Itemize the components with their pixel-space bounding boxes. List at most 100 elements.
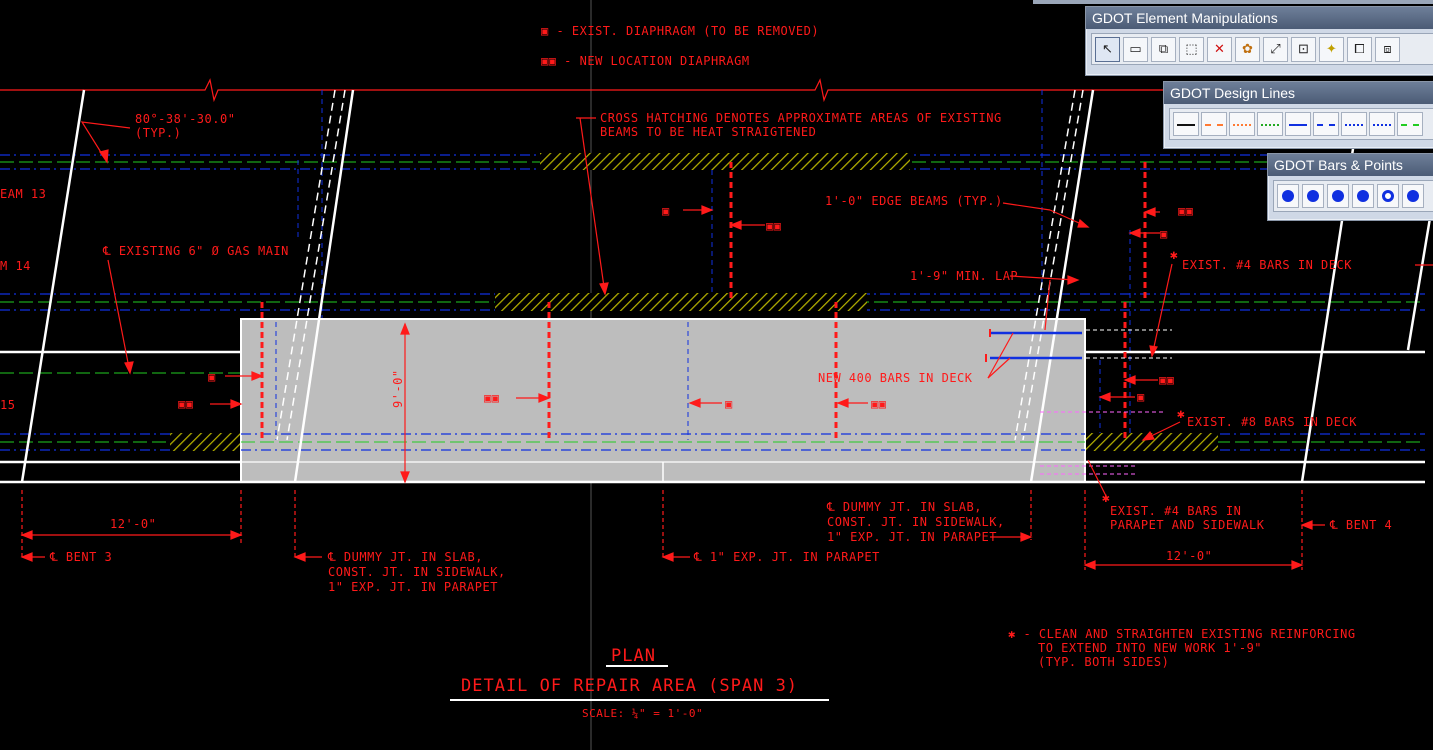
skew-angle-label: 80°-38'-30.0" (135, 112, 235, 126)
bar-dot-tick-icon[interactable] (1302, 184, 1324, 208)
place-beam-icon[interactable]: ▭ (1123, 36, 1148, 62)
design-lines-title[interactable]: GDOT Design Lines (1164, 82, 1433, 104)
dim-9ft-label: 9'-0" (391, 369, 405, 408)
bar-dot-horizontal-icon[interactable] (1352, 184, 1374, 208)
skew-typ-label: (TYP.) (135, 126, 181, 140)
diaphragm-new-symbol: ▣▣ (1178, 204, 1193, 218)
exist-4-parapet-star: ✱ (1102, 491, 1110, 506)
dim-12ft-lines (20, 490, 1304, 570)
diaphragm-symbol: ▣ (1160, 227, 1168, 241)
line-style-dotted-blue[interactable] (1341, 112, 1367, 136)
highlight-element-icon[interactable]: ✦ (1319, 36, 1344, 62)
dummy-jt-right-3: 1" EXP. JT. IN PARAPET (827, 530, 997, 544)
skewed-bent-lines (20, 89, 1433, 483)
diaphragm-new-symbol: ▣▣ (871, 397, 886, 411)
diaphragm-symbol: ▣ (662, 204, 670, 218)
design-lines-palette[interactable]: GDOT Design Lines (1163, 81, 1433, 149)
copy-element-icon[interactable]: ⧉ (1151, 36, 1176, 62)
line-style-dashed-orange[interactable] (1201, 112, 1227, 136)
exist-4-bars-deck-label: EXIST. #4 BARS IN DECK (1182, 258, 1352, 272)
bent-3-label: ℄ BENT 3 (49, 550, 112, 564)
select-arrow-icon[interactable]: ↖ (1095, 36, 1120, 62)
dummy-jt-left-1: ℄ DUMMY JT. IN SLAB, (327, 550, 483, 564)
line-style-dashed-blue[interactable] (1313, 112, 1339, 136)
element-manipulations-palette[interactable]: GDOT Element Manipulations ↖ ▭ ⧉ ⬚ ✕ ✿ ⤢… (1085, 6, 1433, 76)
exp-jt-parapet-label: ℄ 1" EXP. JT. IN PARAPET (693, 550, 880, 564)
new-bars-label: NEW 400 BARS IN DECK (818, 371, 973, 385)
note-cross-hatching-1: CROSS HATCHING DENOTES APPROXIMATE AREAS… (600, 111, 1002, 125)
diaphragm-symbol: ▣ (208, 370, 216, 384)
edge-beams-label: 1'-0" EDGE BEAMS (TYP.) (825, 194, 1003, 208)
gas-main-label: ℄ EXISTING 6" Ø GAS MAIN (102, 244, 289, 258)
detail-title: DETAIL OF REPAIR AREA (SPAN 3) (461, 676, 798, 696)
move-element-icon[interactable]: ⬚ (1179, 36, 1204, 62)
line-style-solid-blue[interactable] (1285, 112, 1311, 136)
diaphragm-new-symbol: ▣▣ (178, 397, 193, 411)
exist-8-bars-deck-label: EXIST. #8 BARS IN DECK (1187, 415, 1357, 429)
hatch-area-top (540, 153, 910, 170)
repair-area-internal-lines (241, 322, 1085, 482)
element-manipulations-toolbar: ↖ ▭ ⧉ ⬚ ✕ ✿ ⤢ ⊡ ✦ ⧠ ⧈ (1091, 33, 1433, 65)
hatch-area-left (170, 433, 242, 451)
line-style-dashed-green[interactable] (1397, 112, 1423, 136)
repair-area[interactable] (240, 318, 1086, 483)
point-ring-icon[interactable] (1377, 184, 1399, 208)
copy-parallel-icon[interactable]: ⧠ (1347, 36, 1372, 62)
beam-14-label: M 14 (0, 259, 31, 273)
bent-4-label: ℄ BENT 4 (1329, 518, 1392, 532)
bars-points-palette[interactable]: GDOT Bars & Points (1267, 153, 1433, 221)
bar-dot-icon[interactable] (1402, 184, 1424, 208)
design-lines-toolbar (1169, 108, 1433, 140)
bar-dot-diagonal-icon[interactable] (1327, 184, 1349, 208)
diaphragm-lines (260, 162, 1147, 442)
dim-9ft-line (400, 322, 410, 484)
exist-8-deck-star: ✱ (1177, 407, 1185, 422)
dim-12ft-right-label: 12'-0" (1166, 549, 1212, 563)
note-cross-hatching-2: BEAMS TO BE HEAT STRAIGTENED (600, 125, 816, 139)
diaphragm-symbol: ▣ (1137, 390, 1145, 404)
line-style-solid-black[interactable] (1173, 112, 1199, 136)
heat-straighten-hatch (170, 153, 1218, 451)
dummy-jt-left-3: 1" EXP. JT. IN PARAPET (328, 580, 498, 594)
delete-partial-icon[interactable]: ⊡ (1291, 36, 1316, 62)
top-boundary-line (0, 78, 1433, 103)
exist-4-deck-star: ✱ (1170, 248, 1179, 263)
line-style-dotted-blue-2[interactable] (1369, 112, 1395, 136)
dummy-jt-right-1: ℄ DUMMY JT. IN SLAB, (826, 500, 982, 514)
line-style-dotted-orange[interactable] (1229, 112, 1255, 136)
bar-dot-icon[interactable] (1277, 184, 1299, 208)
element-manipulations-title[interactable]: GDOT Element Manipulations (1086, 7, 1433, 29)
note-clean-3: (TYP. BOTH SIDES) (1038, 655, 1169, 669)
beam-13-label: EAM 13 (0, 187, 46, 201)
delete-element-icon[interactable]: ✕ (1207, 36, 1232, 62)
window-edge (1033, 0, 1433, 4)
exist-4-parapet-2: PARAPET AND SIDEWALK (1110, 518, 1265, 532)
note-clean-1: ✱ - CLEAN AND STRAIGHTEN EXISTING REINFO… (1008, 627, 1356, 641)
note-clean-2: TO EXTEND INTO NEW WORK 1'-9" (1038, 641, 1262, 655)
plan-title: PLAN (611, 646, 656, 666)
change-attributes-icon[interactable]: ✿ (1235, 36, 1260, 62)
deck-edge-lines (0, 350, 1425, 484)
legend-diaphragm-new: ▣▣ - NEW LOCATION DIAPHRAGM (541, 54, 750, 68)
scale-label: SCALE: ¼" = 1'-0" (582, 707, 703, 720)
min-lap-label: 1'-9" MIN. LAP (910, 269, 1018, 283)
diaphragm-symbol: ▣ (725, 397, 733, 411)
diaphragm-new-symbol: ▣▣ (484, 391, 499, 405)
legend-diaphragm-removed: ▣ - EXIST. DIAPHRAGM (TO BE REMOVED) (541, 24, 819, 38)
line-style-dotted-green[interactable] (1257, 112, 1283, 136)
diaphragm-new-symbol: ▣▣ (766, 219, 781, 233)
dim-12ft-left-label: 12'-0" (110, 517, 156, 531)
mirror-element-icon[interactable]: ⧈ (1375, 36, 1400, 62)
dummy-jt-right-2: CONST. JT. IN SIDEWALK, (827, 515, 1005, 529)
leader-lines (20, 117, 1433, 562)
bars-points-toolbar (1273, 180, 1433, 212)
scale-element-icon[interactable]: ⤢ (1263, 36, 1288, 62)
hatch-area-right (1086, 433, 1218, 451)
beam-15-label: 15 (0, 398, 15, 412)
diaphragm-new-symbol: ▣▣ (1159, 373, 1174, 387)
hatch-area-middle (495, 293, 867, 311)
dummy-jt-left-2: CONST. JT. IN SIDEWALK, (328, 565, 506, 579)
exist-4-parapet-1: EXIST. #4 BARS IN (1110, 504, 1241, 518)
bars-points-title[interactable]: GDOT Bars & Points (1268, 154, 1433, 176)
